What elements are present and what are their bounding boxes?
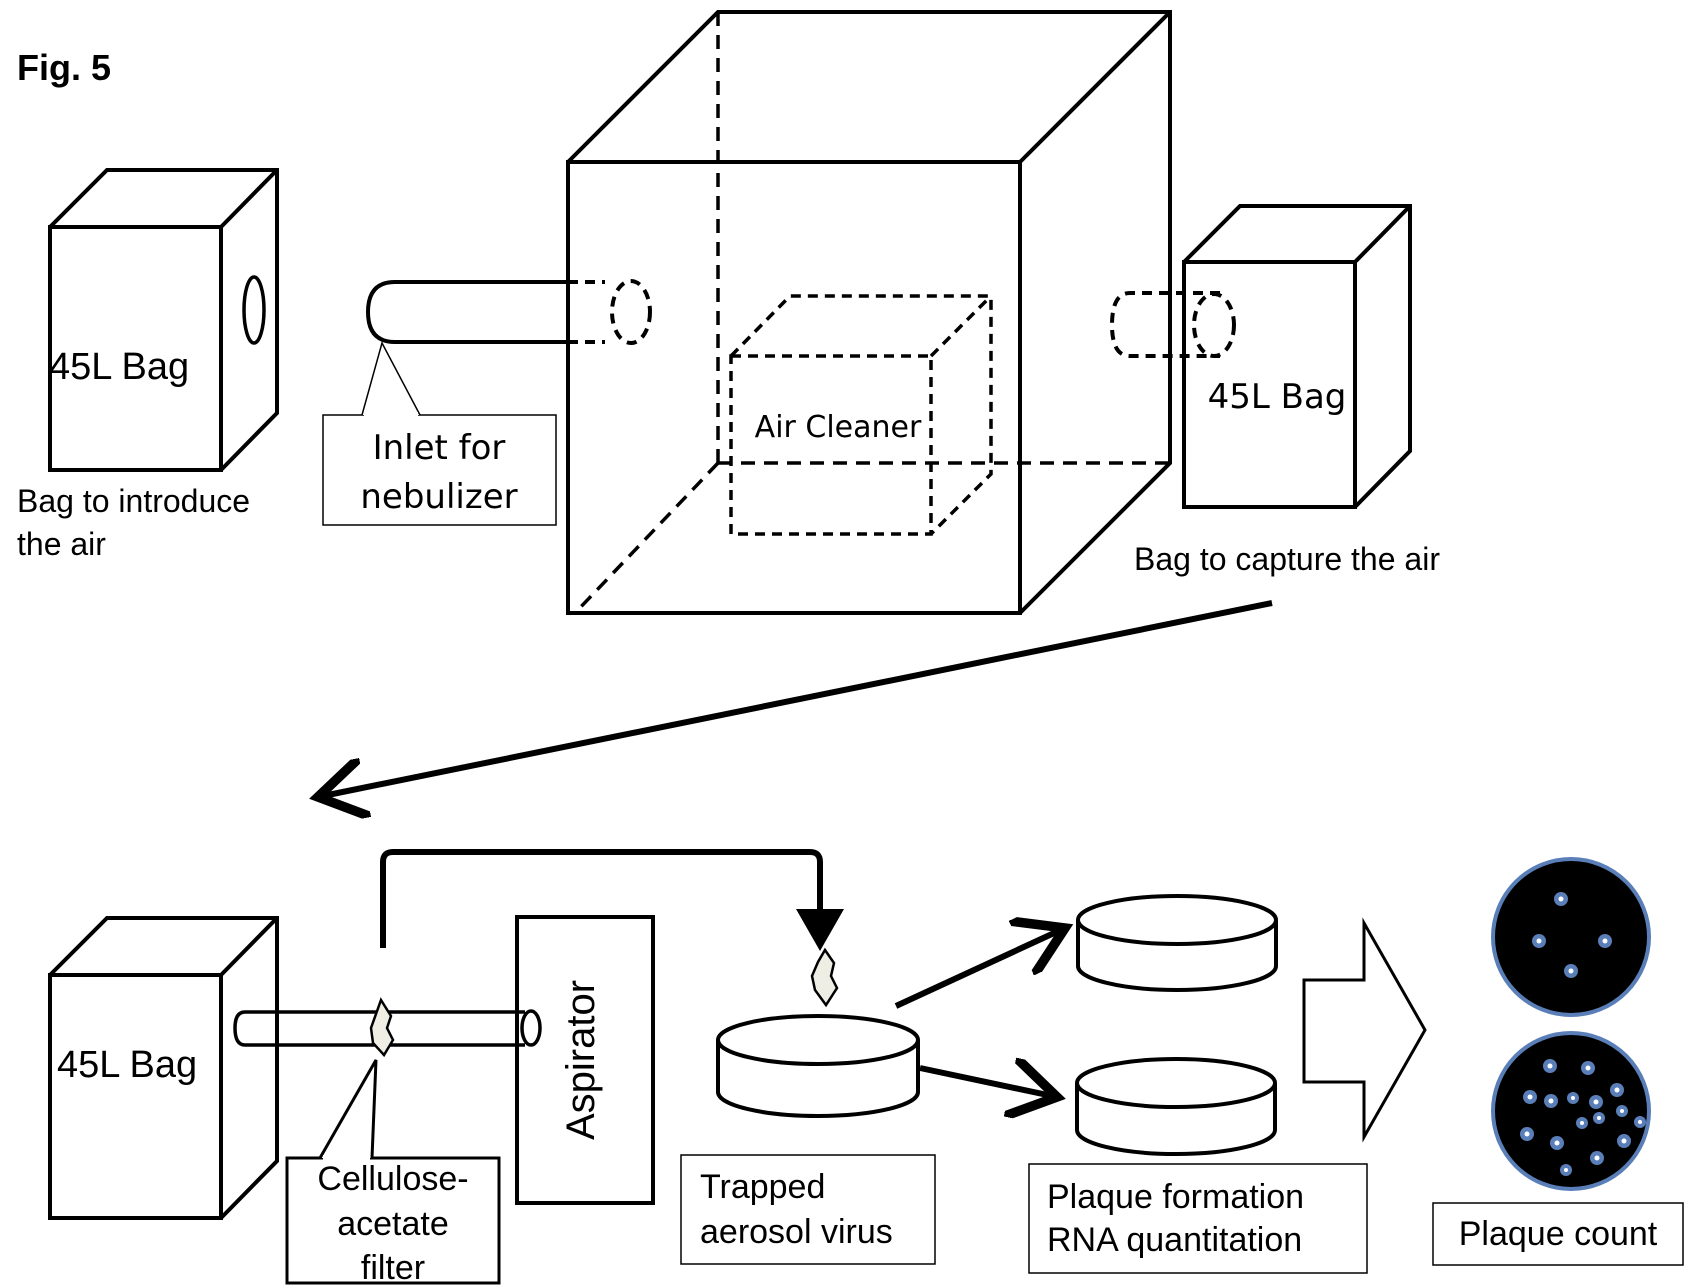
result-block-arrow (1302, 917, 1427, 1143)
right-bag-caption: Bag to capture the air (1134, 541, 1440, 577)
inlet-label-line2: nebulizer (360, 477, 517, 517)
plaque-formation-label: Plaque formation (1047, 1178, 1304, 1216)
arrow-to-plaque-dish (894, 928, 1065, 1009)
left-bag-caption-line1: Bag to introduce (17, 483, 250, 519)
plaque-plate-few (1491, 857, 1651, 1017)
air-cleaner-label: Air Cleaner (755, 410, 922, 445)
trapped-virus-dish (716, 1014, 920, 1118)
air-cleaner-box (729, 294, 993, 536)
transferred-filter-icon (810, 947, 839, 1008)
right-bag-box (1182, 204, 1412, 509)
trapped-virus-label-line1: Trapped (700, 1168, 825, 1206)
inlet-callout (322, 340, 557, 526)
filter-label-line1: Cellulose- (317, 1160, 468, 1198)
trapped-virus-label-box (680, 1154, 936, 1265)
right-bag-label: 45L Bag (1208, 377, 1347, 417)
test-chamber (566, 10, 1172, 615)
filter-tube (233, 1009, 542, 1047)
transfer-arrow (318, 600, 1273, 797)
arrow-to-rna-dish (919, 1068, 1057, 1097)
filter-callout (285, 1059, 501, 1285)
plaque-count-label: Plaque count (1459, 1215, 1658, 1253)
rna-quantitation-label: RNA quantitation (1047, 1221, 1302, 1259)
left-bag-caption-line2: the air (17, 526, 106, 562)
filter-label-line3: filter (361, 1249, 425, 1285)
filter-transfer-arrow (380, 849, 844, 951)
inlet-tube (365, 279, 652, 345)
aspirator-box (515, 915, 655, 1205)
inlet-label-line1: Inlet for (373, 428, 506, 468)
outlet-tube (1109, 291, 1236, 358)
left-bag-box (48, 168, 279, 472)
filter-label-line2: acetate (337, 1205, 449, 1243)
filter-icon (369, 997, 395, 1058)
rna-quantitation-dish (1075, 1057, 1277, 1156)
plaque-formation-dish (1076, 894, 1278, 992)
figure-label: Fig. 5 (17, 47, 111, 88)
plaque-rna-label-box (1028, 1163, 1368, 1274)
bottom-bag-label: 45L Bag (57, 1044, 197, 1086)
aspirator-label: Aspirator (559, 980, 603, 1140)
left-bag-label: 45L Bag (49, 346, 189, 388)
plaque-count-label-box (1432, 1202, 1684, 1266)
bottom-bag-box (48, 916, 279, 1220)
trapped-virus-label-line2: aerosol virus (700, 1213, 893, 1251)
plaque-plate-many (1491, 1031, 1651, 1191)
